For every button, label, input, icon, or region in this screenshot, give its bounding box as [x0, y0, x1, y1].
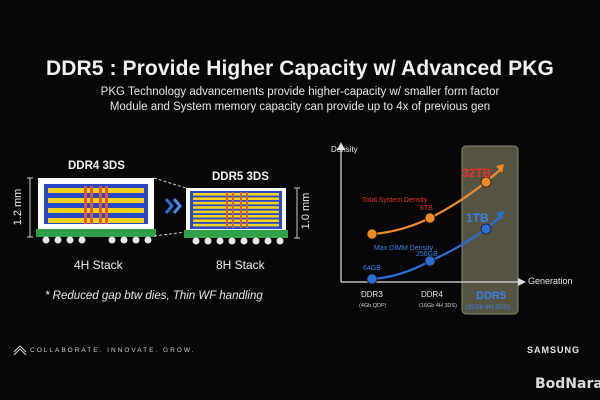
ddr5-package	[184, 188, 288, 245]
ddr5-substrate	[184, 230, 288, 238]
ddr5-tsv	[232, 192, 234, 228]
ddr4-solder-ball	[144, 236, 152, 244]
ddr5-solder-ball	[252, 237, 260, 245]
ddr4-solder-ball	[132, 236, 140, 244]
ddr5-die	[193, 197, 279, 200]
chart-series	[366, 164, 504, 285]
ddr5-die	[193, 201, 279, 205]
ddr5-caption: 8H Stack	[216, 258, 265, 272]
ddr5-tsv	[226, 192, 228, 228]
category-label: DDR5	[476, 290, 506, 302]
data-label: 64GB	[363, 265, 381, 272]
category-sublabel: (16Gb 4H 3DS)	[419, 303, 457, 309]
ddr4-height-label: 1.2 mm	[12, 188, 24, 226]
series-arrow-icon	[496, 211, 504, 220]
data-point	[366, 228, 378, 240]
ddr4-tsv	[105, 186, 108, 224]
y-axis-arrow-icon	[337, 142, 345, 150]
ddr5-solder-ball	[228, 237, 236, 245]
ddr4-solder-ball	[54, 236, 62, 244]
category-sublabel: (4Gb QDP)	[359, 303, 387, 309]
ddr5-die	[193, 223, 279, 227]
brand-logo: SAMSUNG	[527, 345, 581, 355]
ddr4-title: DDR4 3DS	[68, 160, 125, 172]
ddr5-die	[193, 206, 279, 209]
ddr5-tsv	[246, 192, 248, 228]
data-point	[424, 255, 436, 267]
ddr5-solder-ball	[216, 237, 224, 245]
ddr4-package	[36, 178, 156, 244]
x-axis-label: Generation	[528, 276, 573, 286]
ddr5-die-frame	[190, 191, 282, 229]
category-label: DDR3	[361, 290, 383, 299]
ddr4-tsv	[99, 186, 102, 224]
data-label: 8TB	[420, 205, 433, 212]
series-name-label: Total System Density	[362, 197, 428, 204]
footer-tagline: COLLABORATE. INNOVATE. GROW.	[30, 347, 196, 354]
ddr4-solder-ball	[42, 236, 50, 244]
data-point	[480, 176, 492, 188]
connector-line	[153, 177, 187, 189]
ddr4-die	[48, 208, 144, 213]
company-logo-icon	[13, 345, 27, 356]
x-axis-arrow-icon	[518, 278, 526, 286]
ddr4-tsv	[84, 186, 87, 224]
ddr4-die	[48, 188, 144, 193]
ddr5-solder-ball	[192, 237, 200, 245]
ddr5-die	[193, 215, 279, 218]
ddr4-solder-ball	[66, 236, 74, 244]
category-sublabel: (32Gb 8H 3DS)	[465, 304, 510, 311]
data-point	[480, 223, 492, 235]
ddr4-solder-ball	[78, 236, 86, 244]
ddr5-title: DDR5 3DS	[212, 171, 269, 183]
ddr5-solder-ball	[276, 237, 284, 245]
ddr5-dies	[193, 192, 279, 228]
data-point	[424, 212, 436, 224]
ddr5-solder-ball	[264, 237, 272, 245]
connector-line	[153, 231, 187, 237]
watermark: BodNara	[535, 376, 600, 392]
y-axis-label: Density	[331, 145, 358, 154]
ddr4-die	[48, 218, 144, 223]
series-name-label: Max DIMM Density	[374, 245, 434, 252]
arrow-chevron-icon	[164, 198, 182, 214]
data-label: 32TB	[462, 166, 492, 180]
ddr5-die	[193, 210, 279, 214]
ddr5-tsv	[240, 192, 242, 228]
ddr5-height-label: 1.0 mm	[300, 192, 312, 230]
ddr4-substrate	[36, 229, 156, 237]
subtitle-line-2: Module and System memory capacity can pr…	[109, 101, 491, 113]
data-label: 1TB	[466, 211, 489, 225]
ddr4-height-bracket	[27, 177, 33, 238]
ddr5-solder-ball	[204, 237, 212, 245]
subtitle-line-1: PKG Technology advancements provide high…	[100, 86, 500, 98]
ddr4-caption: 4H Stack	[74, 258, 123, 272]
ddr5-height-bracket	[294, 187, 300, 239]
ddr4-tsv	[90, 186, 93, 224]
ddr5-solder-ball	[240, 237, 248, 245]
footnote: * Reduced gap btw dies, Thin WF handling	[45, 290, 263, 302]
ddr4-die	[48, 198, 144, 203]
ddr5-die	[193, 219, 279, 222]
series-arrow-icon	[496, 164, 504, 173]
ddr4-solder-ball	[120, 236, 128, 244]
slide-title: DDR5 : Provide Higher Capacity w/ Advanc…	[46, 57, 554, 80]
data-label: 256GB	[416, 251, 438, 258]
data-point	[366, 273, 378, 285]
ddr4-solder-ball	[108, 236, 116, 244]
ddr5-die	[193, 193, 279, 196]
category-label: DDR4	[421, 290, 443, 299]
